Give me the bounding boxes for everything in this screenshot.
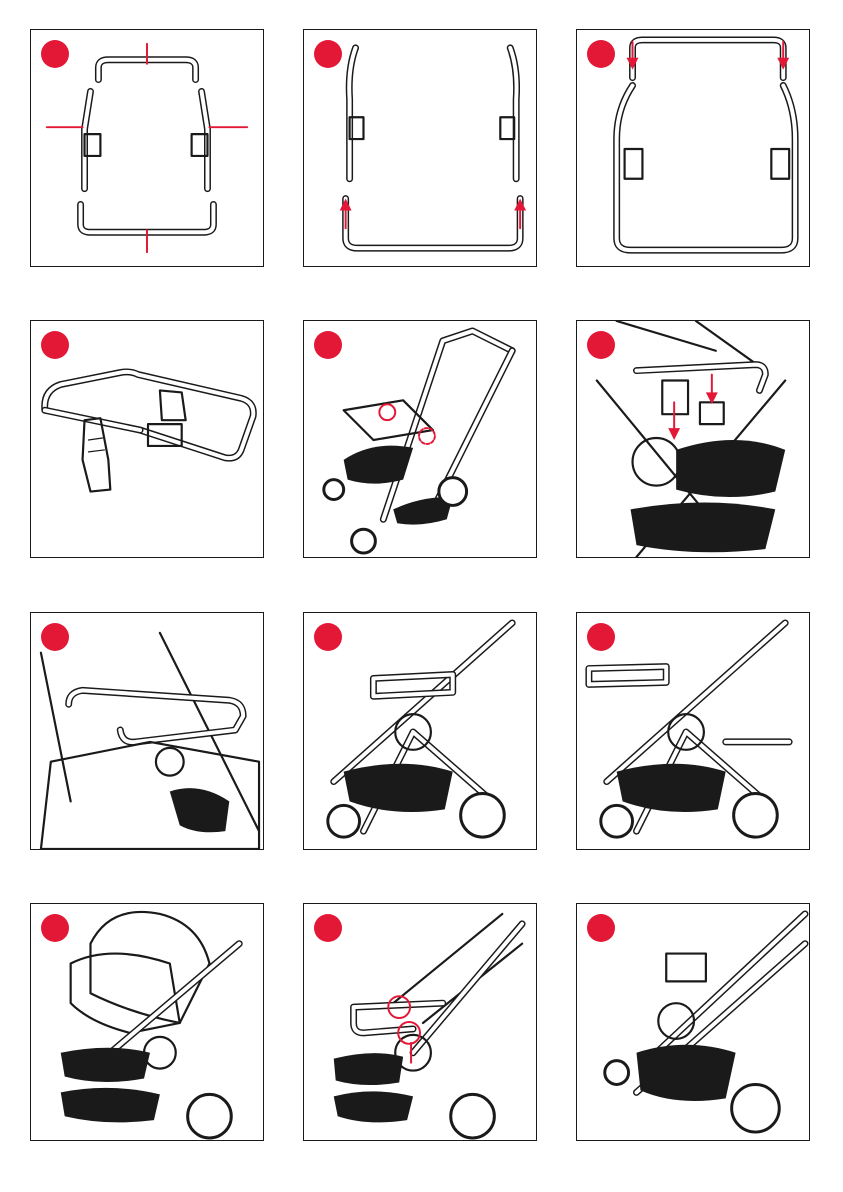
step-panel-10 xyxy=(30,903,264,1141)
step-panel-11 xyxy=(303,903,537,1141)
step-number-badge xyxy=(41,331,69,359)
step-number-badge xyxy=(587,623,615,651)
step-number-badge xyxy=(314,914,342,942)
step-number-badge xyxy=(314,40,342,68)
step-panel-2 xyxy=(303,29,537,267)
step-number-badge xyxy=(314,331,342,359)
adapter-facing-parent-illustration xyxy=(304,613,536,849)
bumper-bar-parts-illustration xyxy=(31,30,263,266)
locate-mounting-points-illustration xyxy=(304,321,536,557)
step-number-badge xyxy=(587,40,615,68)
step-number-badge xyxy=(41,40,69,68)
adapter-facing-world-illustration xyxy=(577,613,809,849)
step-panel-6 xyxy=(576,320,810,558)
step-panel-9 xyxy=(576,612,810,850)
step-panel-3 xyxy=(576,29,810,267)
step-panel-12 xyxy=(576,903,810,1141)
step-number-badge xyxy=(41,623,69,651)
step-panel-8 xyxy=(303,612,537,850)
top-bar-onto-arms-illustration xyxy=(577,30,809,266)
car-seat-attached-illustration xyxy=(31,904,263,1140)
folded-with-adapter-illustration xyxy=(577,904,809,1140)
push-adapter-down-illustration xyxy=(577,321,809,557)
step-number-badge xyxy=(314,623,342,651)
step-number-badge xyxy=(41,914,69,942)
step-panel-4 xyxy=(30,320,264,558)
press-release-buttons-illustration xyxy=(304,904,536,1140)
step-panel-1 xyxy=(30,29,264,267)
step-panel-5 xyxy=(303,320,537,558)
step-number-badge xyxy=(587,331,615,359)
side-arms-into-base-illustration xyxy=(304,30,536,266)
step-panel-7 xyxy=(30,612,264,850)
adapter-fitted-closeup-illustration xyxy=(31,613,263,849)
step-number-badge xyxy=(587,914,615,942)
assembled-adapter-illustration xyxy=(31,321,263,557)
